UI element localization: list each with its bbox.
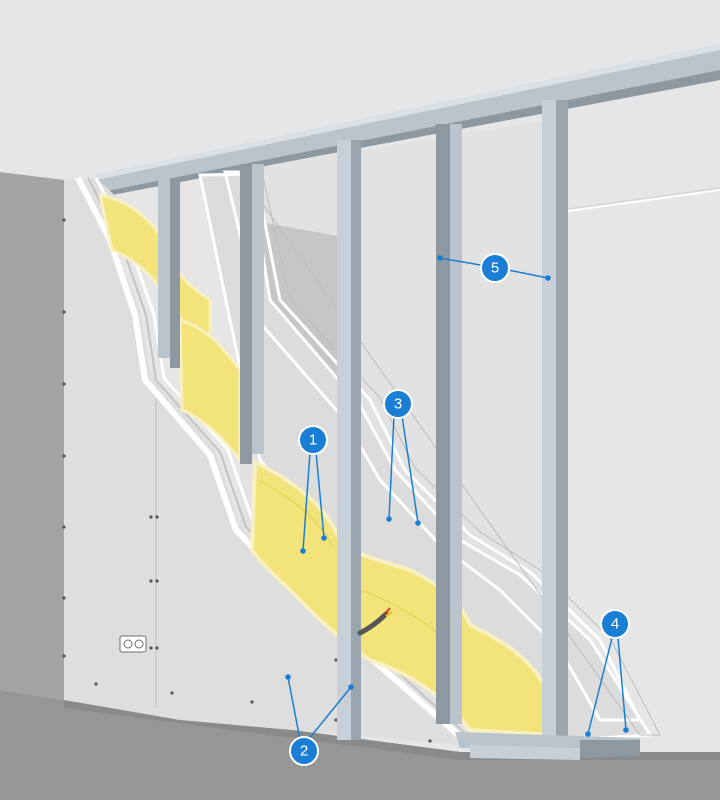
callout-badge-2: 2 xyxy=(289,736,319,766)
callout-badge-1: 1 xyxy=(298,425,328,455)
callout-label-3: 3 xyxy=(394,396,402,413)
outer-board-front xyxy=(64,178,460,745)
stud-3 xyxy=(337,140,351,740)
insulation-top xyxy=(98,193,212,343)
floor-edge xyxy=(64,700,720,760)
callout-badge-3: 3 xyxy=(383,389,413,419)
callout-badge-4: 4 xyxy=(600,609,630,639)
left-wall xyxy=(0,172,64,700)
stud-5 xyxy=(542,100,556,750)
callout-label-1: 1 xyxy=(309,432,317,449)
stud-4 xyxy=(436,124,450,724)
callout-label-2: 2 xyxy=(300,743,308,760)
callout-badge-5: 5 xyxy=(480,253,510,283)
callout-label-5: 5 xyxy=(491,260,499,277)
electrical-cable xyxy=(357,611,389,636)
callout-leaders xyxy=(287,257,627,741)
callout-label-4: 4 xyxy=(611,616,619,633)
callout-endpoints xyxy=(285,255,629,737)
studs xyxy=(158,100,568,750)
stud-2 xyxy=(240,164,252,464)
double-power-socket-icon xyxy=(119,635,147,653)
stud-1 xyxy=(158,178,170,358)
screws xyxy=(62,218,432,743)
